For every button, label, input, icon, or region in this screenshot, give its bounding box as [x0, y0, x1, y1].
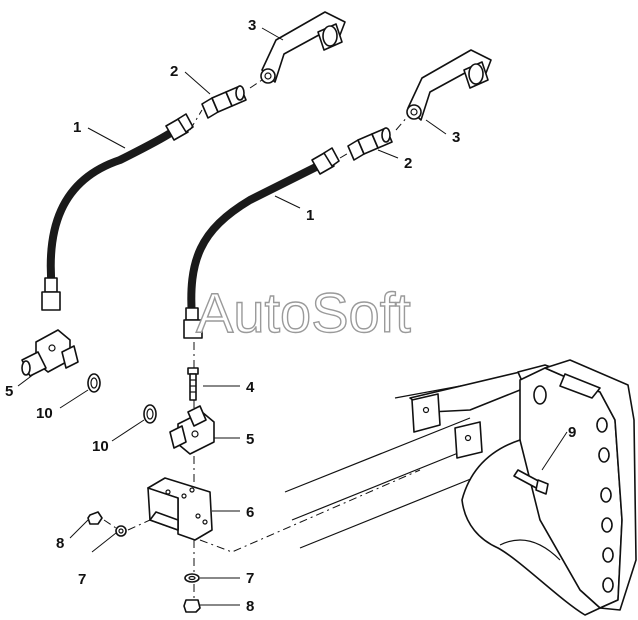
nut-bottom	[183, 599, 201, 613]
adapter-top	[201, 85, 247, 119]
bracket-top	[260, 11, 346, 84]
callout-seal-left: 10	[36, 405, 53, 422]
chassis-frame	[284, 359, 637, 616]
callout-washer-left: 7	[78, 571, 86, 588]
frame-bolt	[513, 469, 549, 495]
adapter-middle	[347, 127, 393, 161]
washer-bottom	[184, 573, 200, 583]
callout-mount-bracket: 6	[246, 504, 254, 521]
callout-tee-left: 5	[5, 383, 13, 400]
washer-left	[115, 525, 127, 537]
watermark-text: AutoSoft	[196, 281, 411, 344]
mount-bracket	[147, 477, 213, 541]
nut-left	[87, 511, 103, 525]
centerlines	[103, 79, 421, 598]
callout-nut-left: 8	[56, 535, 64, 552]
callout-seal-right: 10	[92, 438, 109, 455]
callout-adapter-middle: 2	[404, 155, 412, 172]
callout-labels: 1 1 2 2 3 3 4 5 5 6 7 7 8 8 9 10 10	[5, 17, 576, 615]
callout-bracket-top: 3	[248, 17, 256, 34]
tee-fitting-right	[169, 405, 215, 455]
hose-middle	[183, 147, 340, 339]
seal-ring-left	[87, 373, 101, 393]
hose-left	[41, 113, 194, 311]
callout-adapter-top: 2	[170, 63, 178, 80]
callout-tee-right: 5	[246, 431, 254, 448]
tee-fitting-left	[21, 329, 79, 377]
callout-hose-middle: 1	[306, 207, 314, 224]
callout-bracket-middle: 3	[452, 129, 460, 146]
callout-washer-bottom: 7	[246, 570, 254, 587]
callout-hose-top: 1	[73, 119, 81, 136]
callout-bolt: 4	[246, 379, 255, 396]
leader-lines	[17, 27, 568, 606]
bolt-vertical	[187, 367, 199, 401]
seal-ring-right	[143, 404, 157, 424]
callout-nut-bottom: 8	[246, 598, 254, 615]
callout-frame-bolt: 9	[568, 424, 576, 441]
bracket-middle	[406, 49, 492, 121]
